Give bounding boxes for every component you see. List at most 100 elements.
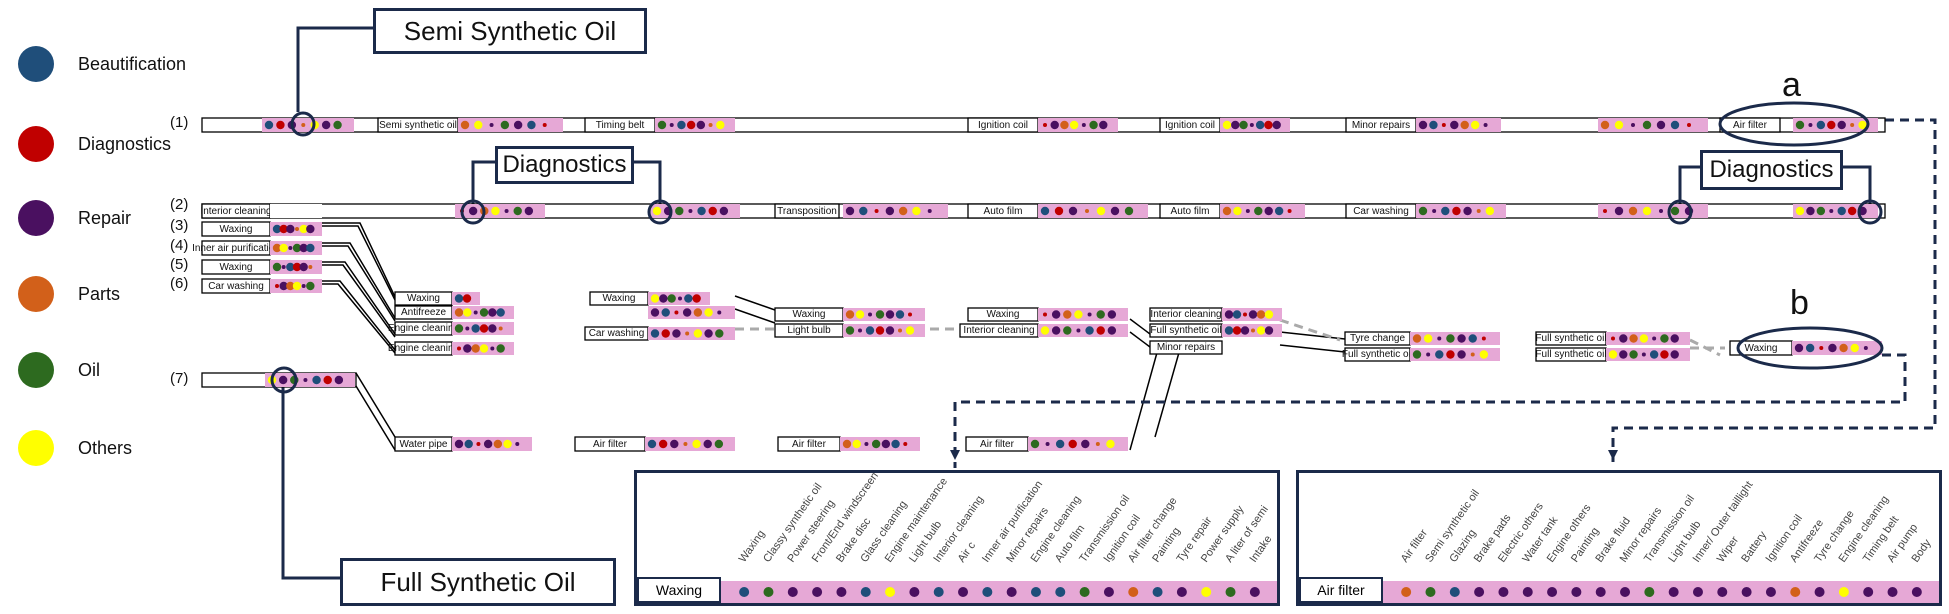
- event-dot: [1837, 120, 1846, 130]
- event-dot: [1659, 209, 1663, 213]
- event-dot: [1055, 439, 1065, 449]
- box-row2-1: Interior cleaning: [200, 206, 271, 217]
- event-dot: [1099, 120, 1108, 130]
- event-dot: [1608, 350, 1618, 359]
- event-dot: [488, 308, 497, 317]
- event-dot: [1124, 206, 1134, 216]
- event-dot: [1850, 123, 1855, 127]
- event-dot: [473, 310, 478, 315]
- box-row1-3: Ignition coil: [978, 120, 1028, 131]
- event-dot: [1629, 350, 1638, 359]
- event-dot: [672, 329, 681, 338]
- event-dot: [1068, 439, 1077, 449]
- event-dot: [1069, 120, 1079, 130]
- event-dot: [678, 296, 682, 301]
- event-dot: [684, 294, 693, 303]
- event-dot: [483, 439, 493, 449]
- legend-item-repair: Repair: [18, 200, 131, 236]
- box-mid-3: Engine cleaning: [388, 323, 459, 334]
- event-dot: [647, 439, 657, 449]
- event-dot: [1850, 343, 1859, 353]
- box-mid-10: Interior cleaning: [963, 325, 1034, 336]
- event-dot: [1839, 343, 1848, 353]
- event-dot: [859, 206, 868, 216]
- event-dot: [1435, 350, 1444, 359]
- zoom-event-dot: [885, 587, 896, 597]
- zoom-event-dot: [1765, 587, 1776, 597]
- event-dot: [279, 281, 288, 291]
- event-dot: [1089, 120, 1098, 130]
- event-dot: [306, 243, 315, 253]
- event-dot: [881, 439, 891, 449]
- event-dot: [1649, 350, 1659, 359]
- row-label-1: (1): [170, 114, 189, 131]
- row-label-2: (2): [170, 196, 189, 213]
- event-dot: [464, 439, 473, 449]
- event-dot: [1642, 120, 1652, 130]
- event-dot: [465, 326, 470, 331]
- event-dot: [1287, 209, 1292, 213]
- event-dot: [842, 439, 852, 449]
- event-dot: [1255, 120, 1265, 130]
- zoom-event-dot: [1030, 587, 1041, 597]
- callout-diagnostics-2: Diagnostics: [1700, 150, 1843, 190]
- zoom-event-dot: [836, 587, 847, 597]
- event-dot: [323, 375, 332, 385]
- zoom-event-dot: [860, 587, 871, 597]
- event-dot: [1470, 352, 1475, 357]
- event-dot: [1670, 350, 1679, 359]
- zoom-event-dot: [1176, 587, 1187, 597]
- event-dot: [479, 324, 489, 333]
- event-dot: [703, 439, 712, 449]
- event-dot: [292, 262, 302, 272]
- event-dot: [272, 224, 282, 234]
- event-dot: [1264, 120, 1273, 130]
- event-dot: [1468, 334, 1477, 343]
- event-dot: [674, 310, 679, 315]
- event-dot: [1051, 310, 1061, 319]
- event-dot: [1603, 209, 1607, 213]
- box-mid-4: Engine cleaning: [388, 343, 459, 354]
- event-dot: [1222, 120, 1232, 130]
- event-dot: [1795, 206, 1805, 216]
- box-mid-15: Full synthetic oil: [1342, 349, 1413, 360]
- zoom-event-dot: [739, 587, 750, 597]
- callout-diagnostics-1: Diagnostics: [495, 146, 634, 184]
- event-dot: [1660, 350, 1669, 359]
- event-dot: [875, 326, 885, 335]
- event-dot: [1660, 334, 1669, 343]
- event-dot: [1095, 442, 1100, 446]
- event-dot: [286, 281, 295, 291]
- event-dot: [1485, 206, 1495, 216]
- legend-dot: [18, 276, 54, 312]
- event-dot: [496, 344, 505, 353]
- zoom-event-dot: [1225, 587, 1236, 597]
- event-dot: [658, 439, 668, 449]
- box-mid-16: Full synthetic oil: [1535, 333, 1606, 344]
- event-dot: [1600, 120, 1610, 130]
- event-dot: [489, 123, 494, 127]
- event-dot: [1418, 120, 1428, 130]
- box-mid-12: Full synthetic oil: [1150, 325, 1221, 336]
- event-dot: [1670, 206, 1680, 216]
- event-dot: [858, 328, 862, 333]
- event-dot: [1423, 334, 1433, 343]
- event-dot: [903, 442, 908, 446]
- zoom-event-dot: [1692, 587, 1703, 597]
- event-dot: [898, 206, 908, 216]
- event-dot: [1081, 123, 1086, 127]
- event-dot: [1687, 123, 1691, 127]
- event-dot: [1614, 206, 1624, 216]
- event-dot: [714, 439, 724, 449]
- event-dot: [334, 375, 344, 385]
- event-dot: [650, 308, 660, 317]
- event-dot: [1076, 328, 1081, 333]
- box-mid-6: Car washing: [589, 328, 645, 339]
- zoom-event-dot: [1911, 587, 1922, 597]
- row-label-3: (3): [170, 217, 189, 234]
- event-dot: [693, 329, 703, 338]
- event-dot: [308, 265, 313, 269]
- event-dot: [476, 442, 481, 446]
- event-dot: [885, 326, 895, 335]
